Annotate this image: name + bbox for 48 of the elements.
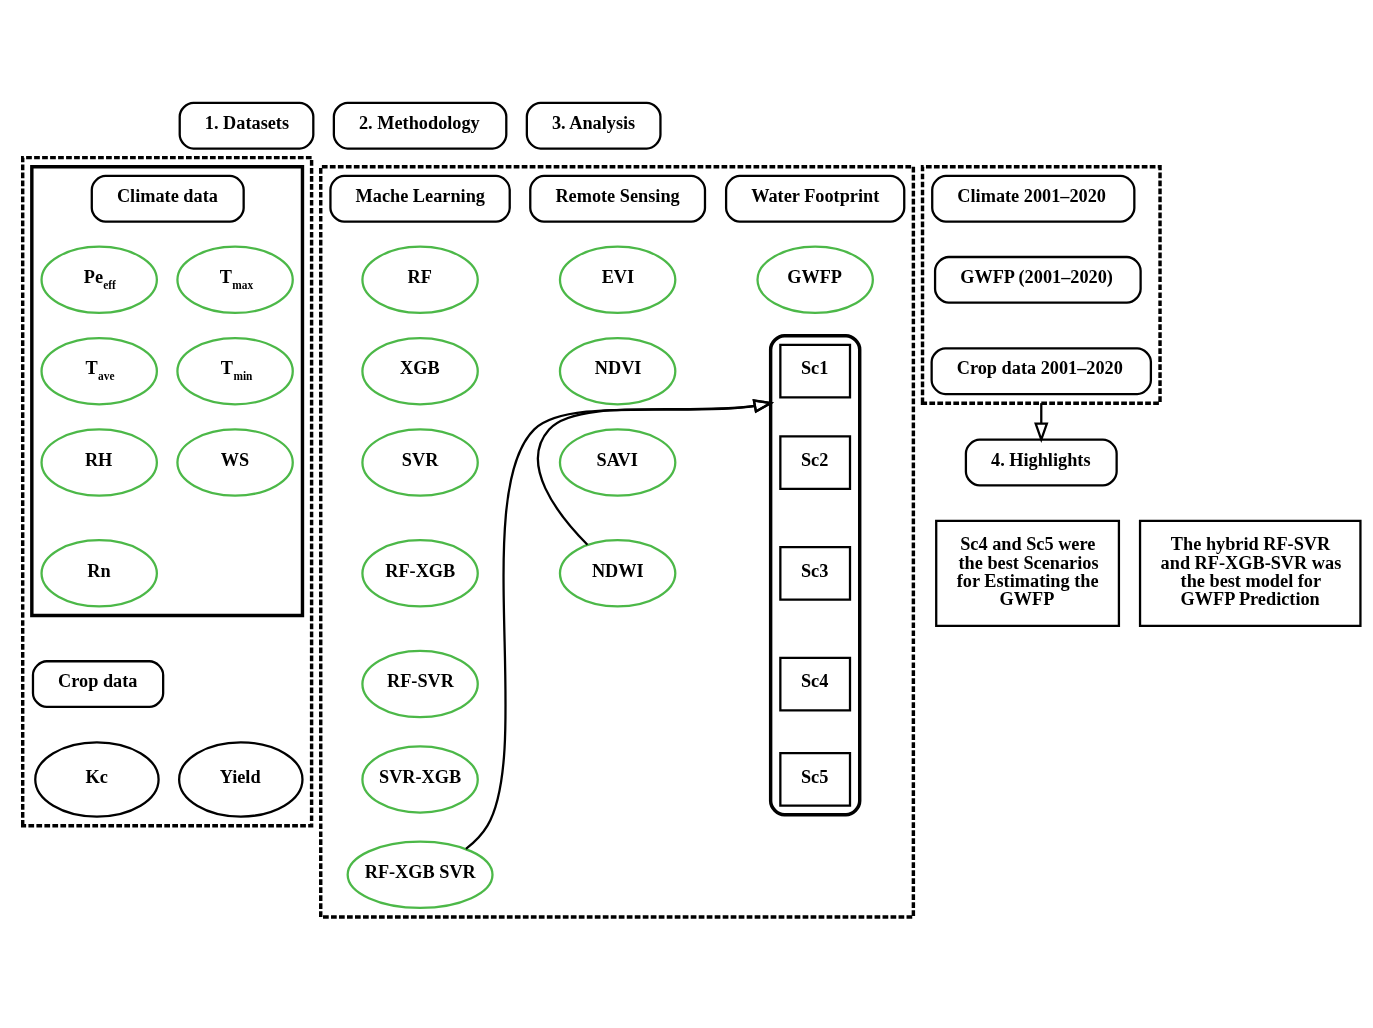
node-ellipse: SVR-XGB bbox=[360, 744, 479, 814]
node-ellipse: XGB bbox=[360, 336, 479, 405]
node-box: GWFP (2001–2020) bbox=[933, 255, 1142, 304]
node-box: Crop data 2001–2020 bbox=[930, 346, 1152, 395]
node-box: The hybrid RF-SVR and RF-XGB-SVR was the best model for GWFP Prediction bbox=[1138, 519, 1362, 627]
node-box: 1. Datasets bbox=[178, 101, 314, 150]
cluster bbox=[920, 164, 1162, 405]
node-ellipse: RF-XGB SVR bbox=[346, 840, 494, 909]
node-ellipse: RF-XGB bbox=[360, 538, 479, 608]
node-box: Sc1 bbox=[778, 343, 851, 399]
node-ellipse: EVI bbox=[558, 245, 676, 314]
node-ellipse: Pe$_{eff}$ bbox=[39, 245, 158, 314]
node-ellipse: NDVI bbox=[558, 336, 676, 405]
node-box: Sc2 bbox=[778, 434, 851, 490]
node-ellipse: WS bbox=[175, 427, 294, 497]
node-box: Climate data bbox=[90, 174, 245, 223]
node-ellipse: T$_{ave}$ bbox=[39, 336, 158, 405]
arrow bbox=[1033, 402, 1048, 443]
node-box: Sc4 and Sc5 were the best Scenarios for Estimating the GWFP bbox=[934, 519, 1120, 627]
node-box: Crop data bbox=[31, 659, 164, 708]
node-ellipse: SVR bbox=[360, 427, 479, 497]
node-box: 4. Highlights bbox=[964, 438, 1118, 486]
node-ellipse: Yield bbox=[177, 740, 304, 818]
cluster bbox=[20, 155, 313, 827]
node-ellipse: RF-SVR bbox=[360, 649, 479, 718]
arrow bbox=[464, 398, 774, 850]
cluster bbox=[29, 164, 304, 617]
node-box: 2. Methodology bbox=[332, 101, 507, 150]
node-box: Mache Learning bbox=[328, 174, 511, 223]
node-ellipse: T$_{min}$ bbox=[175, 336, 294, 405]
arrow bbox=[536, 398, 774, 546]
node-box: Remote Sensing bbox=[528, 174, 706, 223]
node-ellipse: Rn bbox=[39, 538, 158, 608]
node-box: Sc4 bbox=[778, 656, 851, 711]
node-ellipse: RF bbox=[360, 245, 479, 314]
node-box: Sc5 bbox=[778, 751, 851, 807]
cluster bbox=[768, 333, 861, 817]
node-ellipse: T$_{max}$ bbox=[175, 245, 294, 314]
node-ellipse: NDWI bbox=[558, 538, 676, 608]
node-ellipse: SAVI bbox=[558, 427, 676, 497]
node-ellipse: GWFP bbox=[755, 245, 874, 314]
cluster bbox=[318, 164, 915, 919]
node-ellipse: RH bbox=[39, 427, 158, 497]
node-box: Climate 2001–2020 bbox=[930, 174, 1135, 223]
node-ellipse: Kc bbox=[33, 740, 160, 818]
node-box: Sc3 bbox=[778, 545, 851, 601]
node-box: Water Footprint bbox=[724, 174, 905, 223]
node-box: 3. Analysis bbox=[525, 101, 662, 150]
